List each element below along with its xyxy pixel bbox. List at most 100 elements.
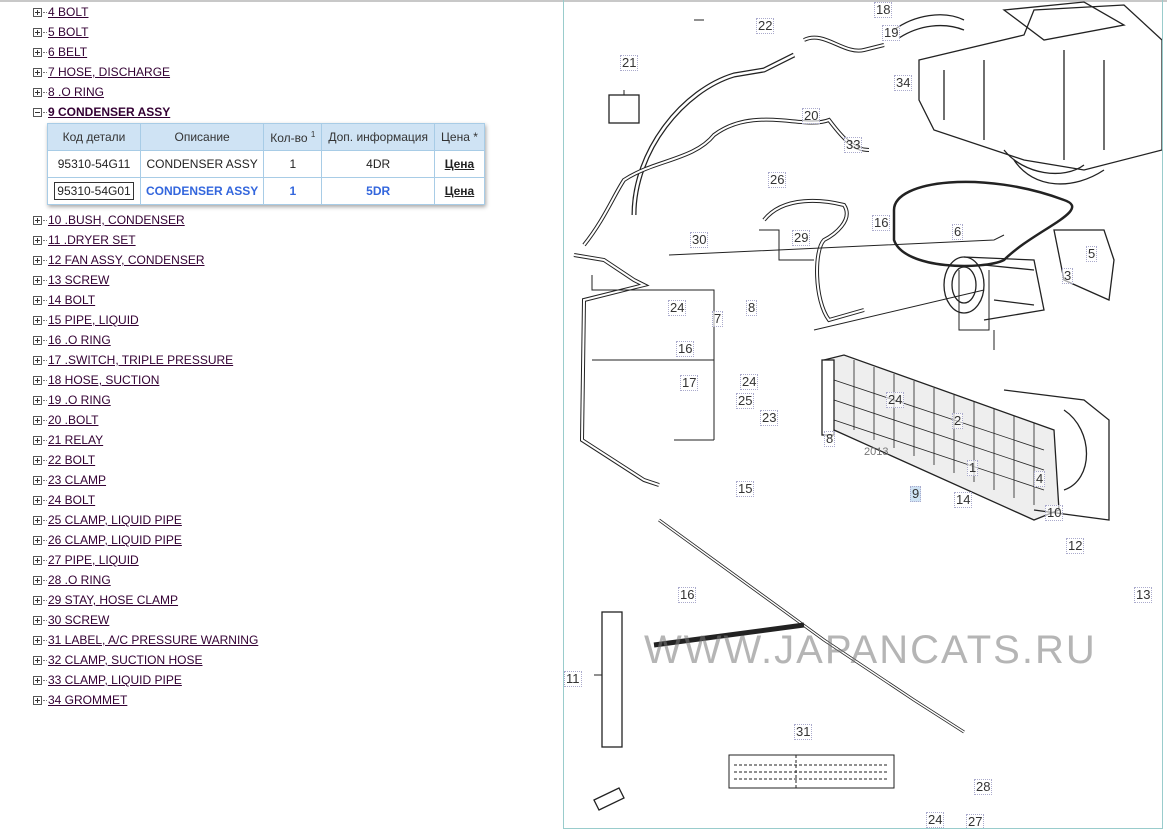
callout-21[interactable]: 21 [620,55,639,71]
expand-icon[interactable] [33,675,42,685]
callout-24[interactable]: 24 [740,374,759,390]
callout-26[interactable]: 26 [768,172,787,188]
tree-item-link[interactable]: 17 .SWITCH, TRIPLE PRESSURE [48,353,234,367]
expand-icon[interactable] [33,575,42,585]
expand-icon[interactable] [33,295,42,305]
callout-7[interactable]: 7 [712,311,724,327]
expand-icon[interactable] [33,635,42,645]
tree-item-link[interactable]: 29 STAY, HOSE CLAMP [48,593,179,607]
callout-8[interactable]: 8 [746,300,758,316]
tree-item[interactable]: 15 PIPE, LIQUID [33,310,485,330]
tree-item[interactable]: 23 CLAMP [33,470,485,490]
callout-1[interactable]: 1 [967,460,979,476]
callout-18[interactable]: 18 [874,2,893,18]
tree-item[interactable]: 5 BOLT [33,22,485,42]
tree-item[interactable]: 14 BOLT [33,290,485,310]
callout-24[interactable]: 24 [926,812,945,828]
tree-item-link[interactable]: 11 .DRYER SET [48,233,136,247]
tree-item[interactable]: 32 CLAMP, SUCTION HOSE [33,650,485,670]
tree-item-link[interactable]: 31 LABEL, A/C PRESSURE WARNING [48,633,259,647]
callout-28[interactable]: 28 [974,779,993,795]
expand-icon[interactable] [33,27,42,37]
expand-icon[interactable] [33,475,42,485]
tree-item-link[interactable]: 4 BOLT [48,5,89,19]
tree-item-link[interactable]: 13 SCREW [48,273,110,287]
expand-icon[interactable] [33,47,42,57]
expand-icon[interactable] [33,255,42,265]
tree-item-link[interactable]: 34 GROMMET [48,693,128,707]
tree-item[interactable]: 26 CLAMP, LIQUID PIPE [33,530,485,550]
expand-icon[interactable] [33,235,42,245]
callout-13[interactable]: 13 [1134,587,1153,603]
tree-item[interactable]: 27 PIPE, LIQUID [33,550,485,570]
callout-14[interactable]: 14 [954,492,973,508]
tree-item[interactable]: 22 BOLT [33,450,485,470]
tree-item-link[interactable]: 12 FAN ASSY, CONDENSER [48,253,205,267]
callout-12[interactable]: 12 [1066,538,1085,554]
callout-16[interactable]: 16 [676,341,695,357]
expand-icon[interactable] [33,535,42,545]
tree-item-link[interactable]: 5 BOLT [48,25,89,39]
tree-item[interactable]: 21 RELAY [33,430,485,450]
expand-icon[interactable] [33,67,42,77]
expand-icon[interactable] [33,695,42,705]
expand-icon[interactable] [33,555,42,565]
callout-8[interactable]: 8 [824,431,836,447]
callout-4[interactable]: 4 [1034,471,1046,487]
tree-item-link[interactable]: 23 CLAMP [48,473,107,487]
callout-27[interactable]: 27 [966,814,985,829]
callout-15[interactable]: 15 [736,481,755,497]
tree-item[interactable]: 20 .BOLT [33,410,485,430]
tree-item-link[interactable]: 24 BOLT [48,493,96,507]
callout-25[interactable]: 25 [736,393,755,409]
tree-item-link[interactable]: 18 HOSE, SUCTION [48,373,160,387]
expand-icon[interactable] [33,515,42,525]
tree-item[interactable]: 10 .BUSH, CONDENSER [33,210,485,230]
tree-item-link[interactable]: 15 PIPE, LIQUID [48,313,139,327]
callout-17[interactable]: 17 [680,375,699,391]
tree-item-link[interactable]: 20 .BOLT [48,413,99,427]
tree-item-link[interactable]: 7 HOSE, DISCHARGE [48,65,171,79]
price-link[interactable]: Цена [444,157,475,171]
price-link[interactable]: Цена [444,184,475,198]
callout-34[interactable]: 34 [894,75,913,91]
callout-31[interactable]: 31 [794,724,813,740]
tree-item[interactable]: 34 GROMMET [33,690,485,710]
cell-code[interactable]: 95310-54G11 [47,150,141,178]
callout-11[interactable]: 11 [564,671,582,687]
tree-item-link[interactable]: 6 BELT [48,45,88,59]
tree-item-link[interactable]: 27 PIPE, LIQUID [48,553,139,567]
callout-3[interactable]: 3 [1062,268,1074,284]
tree-item[interactable]: 31 LABEL, A/C PRESSURE WARNING [33,630,485,650]
tree-item-link[interactable]: 19 .O RING [48,393,111,407]
tree-item-link[interactable]: 21 RELAY [48,433,104,447]
expand-icon[interactable] [33,275,42,285]
part-code[interactable]: 95310-54G01 [54,182,134,200]
tree-item-link[interactable]: 8 .O RING [48,85,105,99]
tree-item-link[interactable]: 33 CLAMP, LIQUID PIPE [48,673,182,687]
tree-item[interactable]: 29 STAY, HOSE CLAMP [33,590,485,610]
tree-item[interactable]: 17 .SWITCH, TRIPLE PRESSURE [33,350,485,370]
tree-item[interactable]: 16 .O RING [33,330,485,350]
callout-2[interactable]: 2 [952,413,964,429]
callout-10[interactable]: 10 [1045,505,1064,521]
tree-item-link[interactable]: 10 .BUSH, CONDENSER [48,213,185,227]
expand-icon[interactable] [33,395,42,405]
expand-icon[interactable] [33,615,42,625]
tree-item-link[interactable]: 26 CLAMP, LIQUID PIPE [48,533,182,547]
callout-5[interactable]: 5 [1086,246,1098,262]
tree-item[interactable]: 12 FAN ASSY, CONDENSER [33,250,485,270]
collapse-icon[interactable] [33,107,42,117]
callout-20[interactable]: 20 [802,108,821,124]
tree-item[interactable]: 13 SCREW [33,270,485,290]
expand-icon[interactable] [33,87,42,97]
cell-code[interactable]: 95310-54G01 [47,177,141,205]
expand-icon[interactable] [33,355,42,365]
callout-24[interactable]: 24 [668,300,687,316]
expand-icon[interactable] [33,315,42,325]
tree-item-link[interactable]: 28 .O RING [48,573,111,587]
tree-item[interactable]: 25 CLAMP, LIQUID PIPE [33,510,485,530]
